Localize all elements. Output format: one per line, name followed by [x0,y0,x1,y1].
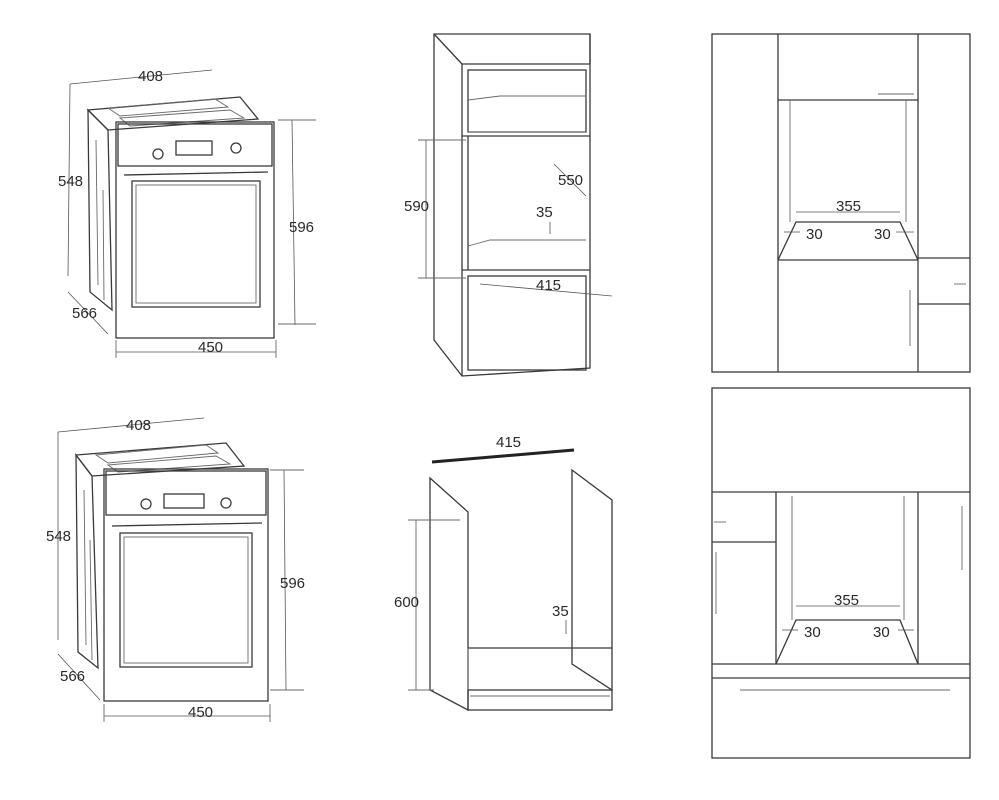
front-tall-right-margin-label: 30 [874,226,891,243]
base-back-gap-label: 35 [552,603,569,620]
oven-top-width-label: 450 [198,339,223,356]
oven-top-side-height-label: 548 [58,173,83,190]
oven-drawing-top: 408 548 596 566 450 [58,68,316,358]
front-view-base: 355 30 30 [711,387,971,759]
front-base-right-margin-label: 30 [873,624,890,641]
base-width-label: 415 [496,434,521,451]
base-cabinet-drawing: 415 600 35 [394,434,613,712]
oven-bottom-front-height-label: 596 [280,575,305,592]
oven-top-front-height-label: 596 [289,219,314,236]
oven-bottom-width-label: 450 [188,704,213,721]
oven-top-depth-label: 408 [138,68,163,85]
oven-bottom-depth-label: 408 [126,417,151,434]
oven-bottom-side-height-label: 548 [46,528,71,545]
niche-width-label: 415 [536,277,561,294]
front-view-tall: 355 30 30 [711,33,971,373]
oven-bottom-bottom-depth-label: 566 [60,668,85,685]
base-height-label: 600 [394,594,419,611]
oven-drawing-bottom: 408 548 596 566 450 [46,417,305,722]
front-base-vent-label: 355 [834,592,859,609]
front-base-left-margin-label: 30 [804,624,821,641]
oven-top-bottom-depth-label: 566 [72,305,97,322]
front-tall-left-margin-label: 30 [806,226,823,243]
niche-height-label: 590 [404,198,429,215]
front-tall-vent-label: 355 [836,198,861,215]
niche-depth-label: 550 [558,172,583,189]
tall-cabinet-drawing: 590 550 35 415 [404,33,613,377]
back-gap-label: 35 [536,204,553,221]
